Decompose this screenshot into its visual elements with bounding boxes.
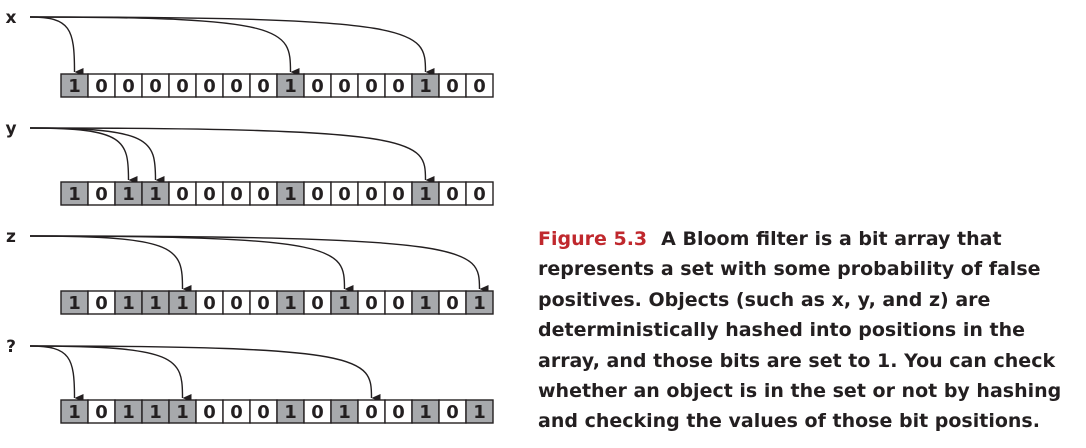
caption-line-2: represents a set with some probability o… (538, 258, 1041, 281)
bit-value: 0 (230, 184, 243, 205)
bit-value: 0 (149, 76, 162, 97)
bit-value: 1 (284, 402, 297, 423)
caption-line-4: deterministically hashed into positions … (538, 319, 1025, 342)
bit-value: 0 (203, 76, 216, 97)
caption-text: A Bloom filter is a bit array that (661, 228, 1002, 250)
object-label: y (5, 119, 16, 139)
bit-value: 0 (473, 76, 486, 97)
bit-value: 0 (257, 293, 270, 314)
hash-arrow (29, 235, 489, 293)
bit-value: 0 (230, 293, 243, 314)
bit-cell (465, 181, 494, 206)
bit-value: 0 (176, 184, 189, 205)
bit-value: 1 (176, 293, 189, 314)
hash-arrow (29, 16, 300, 76)
bit-value: 0 (446, 184, 459, 205)
object-label: z (6, 227, 16, 247)
bit-value: 0 (446, 76, 459, 97)
bit-cell (465, 73, 494, 98)
bit-value: 0 (446, 402, 459, 423)
hash-arrow (29, 235, 192, 293)
object-label: x (6, 8, 17, 28)
bit-value: 1 (149, 402, 162, 423)
bit-value: 1 (473, 293, 486, 314)
bit-value: 1 (149, 293, 162, 314)
bit-value: 1 (284, 184, 297, 205)
hash-arrow (29, 16, 84, 76)
bit-value: 0 (311, 184, 324, 205)
hash-arrow (29, 127, 435, 184)
bit-value: 1 (176, 402, 189, 423)
hash-arrow (29, 345, 192, 402)
bit-value: 0 (392, 184, 405, 205)
bit-cell (465, 399, 494, 424)
hash-arrow (29, 235, 354, 293)
bit-value: 0 (176, 76, 189, 97)
bit-value: 0 (95, 76, 108, 97)
caption-line-7: and checking the values of those bit pos… (538, 410, 1040, 433)
bit-value: 1 (122, 402, 135, 423)
bit-value: 1 (122, 293, 135, 314)
bit-value: 0 (473, 184, 486, 205)
bit-value: 0 (203, 184, 216, 205)
bit-value: 0 (95, 184, 108, 205)
bit-value: 0 (365, 76, 378, 97)
hash-arrow (29, 127, 138, 184)
bit-value: 1 (419, 184, 432, 205)
figure-caption: Figure 5.3 A Bloom filter is a bit array … (538, 224, 1078, 437)
bit-value: 0 (257, 402, 270, 423)
object-label: ? (6, 337, 16, 357)
bit-value: 0 (392, 76, 405, 97)
bit-value: 1 (419, 293, 432, 314)
bit-value: 1 (68, 402, 81, 423)
bit-value: 0 (365, 184, 378, 205)
bit-value: 1 (338, 293, 351, 314)
bit-value: 0 (338, 76, 351, 97)
bit-value: 1 (473, 402, 486, 423)
bit-value: 1 (284, 293, 297, 314)
bit-value: 0 (95, 402, 108, 423)
bit-value: 0 (122, 76, 135, 97)
bit-value: 0 (203, 293, 216, 314)
hash-arrow (29, 127, 165, 184)
bit-value: 0 (311, 76, 324, 97)
bit-value: 0 (257, 184, 270, 205)
bit-value: 0 (446, 293, 459, 314)
bit-value: 0 (365, 402, 378, 423)
bit-value: 1 (284, 76, 297, 97)
caption-line-5: array, and those bits are set to 1. You … (538, 349, 1056, 372)
bit-value: 0 (311, 402, 324, 423)
bit-value: 0 (392, 402, 405, 423)
caption-figure-label: Figure 5.3 (538, 228, 648, 250)
bit-value: 1 (419, 402, 432, 423)
bit-value: 1 (149, 184, 162, 205)
caption-line-6: whether an object is in the set or not b… (538, 380, 1062, 403)
bit-value: 0 (257, 76, 270, 97)
bit-value: 1 (68, 76, 81, 97)
bit-value: 1 (68, 184, 81, 205)
bit-cell (465, 290, 494, 315)
bit-value: 1 (68, 293, 81, 314)
caption-line-3: positives. Objects (such as x, y, and z)… (538, 288, 991, 311)
hash-arrow (29, 345, 84, 402)
bit-value: 0 (95, 293, 108, 314)
bit-value: 0 (311, 293, 324, 314)
bit-value: 0 (230, 76, 243, 97)
bit-value: 0 (230, 402, 243, 423)
bit-value: 1 (419, 76, 432, 97)
bit-value: 0 (338, 184, 351, 205)
bit-value: 1 (338, 402, 351, 423)
bit-value: 0 (365, 293, 378, 314)
bit-value: 0 (203, 402, 216, 423)
bit-value: 1 (122, 184, 135, 205)
hash-arrow (29, 16, 435, 76)
hash-arrow (29, 345, 381, 402)
caption-line-1: Figure 5.3 A Bloom filter is a bit array … (538, 224, 1078, 254)
bit-value: 0 (392, 293, 405, 314)
